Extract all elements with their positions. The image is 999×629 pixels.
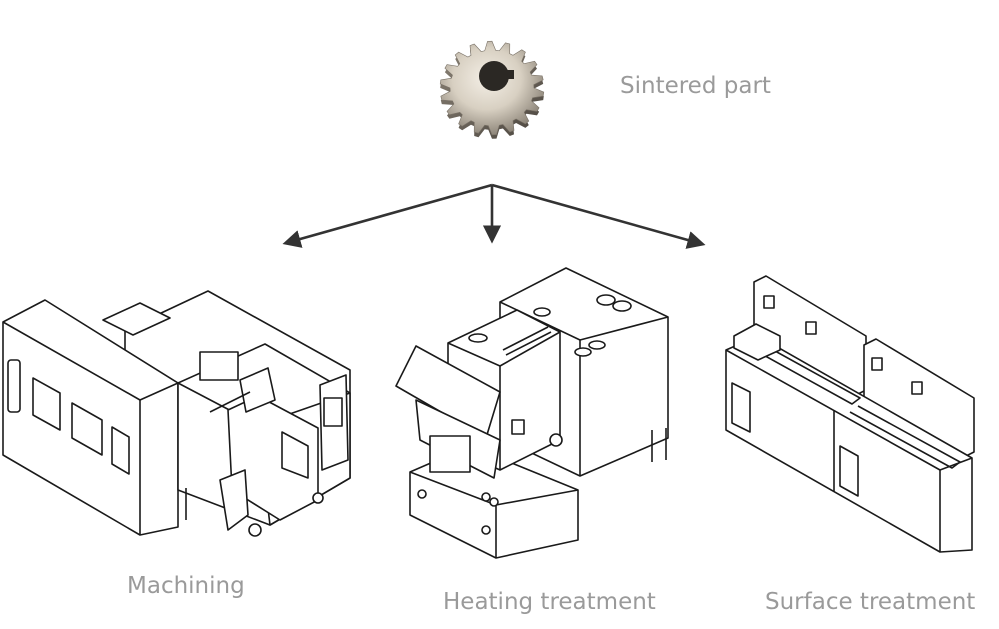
arrow-to-machining [282,183,493,248]
heating-machine-drawing [395,267,669,559]
heating-treatment-label: Heating treatment [443,589,656,615]
surface-machine-drawing [725,275,975,553]
branch-arrows [282,183,706,249]
surface-treatment-label: Surface treatment [765,589,976,615]
gear-icon [439,40,545,139]
sintered-part-label: Sintered part [620,73,771,99]
machining-label: Machining [127,573,245,599]
arrow-to-surface [491,183,706,249]
machining-machine-drawing [2,290,351,537]
